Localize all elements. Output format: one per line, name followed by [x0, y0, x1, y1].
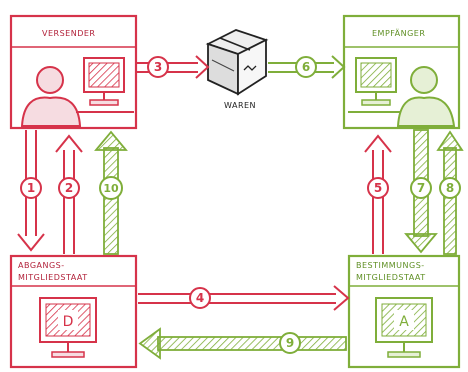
sender-box: VERSENDER [9, 14, 138, 130]
flow-arrow-8: 8 [436, 130, 464, 255]
flow-arrow-7: 7 [404, 129, 438, 254]
destination-monitor-icon: A [375, 297, 433, 358]
flow-arrow-5: 5 [364, 134, 392, 254]
flow-arrow-9: 9 [138, 327, 347, 360]
sender-computer-icon [76, 57, 134, 113]
flow-1-number: 1 [27, 181, 35, 195]
origin-state-label-line2: MITGLIEDSTAAT [18, 273, 88, 282]
flow-arrow-6: 6 [268, 55, 346, 79]
origin-state-box: ABGANGS- MITGLIEDSTAAT D [9, 254, 138, 369]
receiver-person-icon [396, 66, 456, 127]
origin-monitor-letter: D [63, 314, 74, 330]
flow-arrow-1: 1 [17, 130, 45, 252]
flow-5-number: 5 [374, 181, 382, 195]
goods-package: WAREN [205, 29, 269, 110]
flow-arrow-10: 10 [94, 130, 128, 255]
flow-8-number: 8 [446, 181, 454, 195]
goods-label: WAREN [224, 101, 256, 110]
flow-3-number: 3 [154, 60, 162, 74]
flow-arrow-4: 4 [138, 285, 350, 311]
destination-monitor-letter: A [399, 314, 409, 330]
flow-arrow-2: 2 [55, 134, 83, 254]
flow-6-number: 6 [302, 60, 310, 74]
flow-10-number: 10 [103, 182, 119, 195]
sender-person-icon [20, 66, 82, 127]
destination-state-label-line2: MITGLIEDSTAAT [356, 273, 426, 282]
receiver-box: EMPFÄNGER [342, 14, 461, 130]
sender-label: VERSENDER [42, 29, 95, 38]
origin-monitor-icon: D [39, 297, 97, 358]
flow-7-number: 7 [417, 181, 425, 195]
package-icon [205, 29, 269, 96]
flow-2-number: 2 [65, 181, 73, 195]
receiver-computer-icon [348, 57, 402, 113]
destination-state-label-line1: BESTIMMUNGS- [356, 261, 425, 270]
flow-9-number: 9 [286, 336, 294, 350]
destination-state-box: BESTIMMUNGS- MITGLIEDSTAAT A [347, 254, 461, 369]
flow-arrow-3: 3 [136, 55, 210, 79]
flow-4-number: 4 [196, 291, 204, 305]
origin-state-label-line1: ABGANGS- [18, 261, 65, 270]
receiver-label: EMPFÄNGER [372, 28, 425, 38]
